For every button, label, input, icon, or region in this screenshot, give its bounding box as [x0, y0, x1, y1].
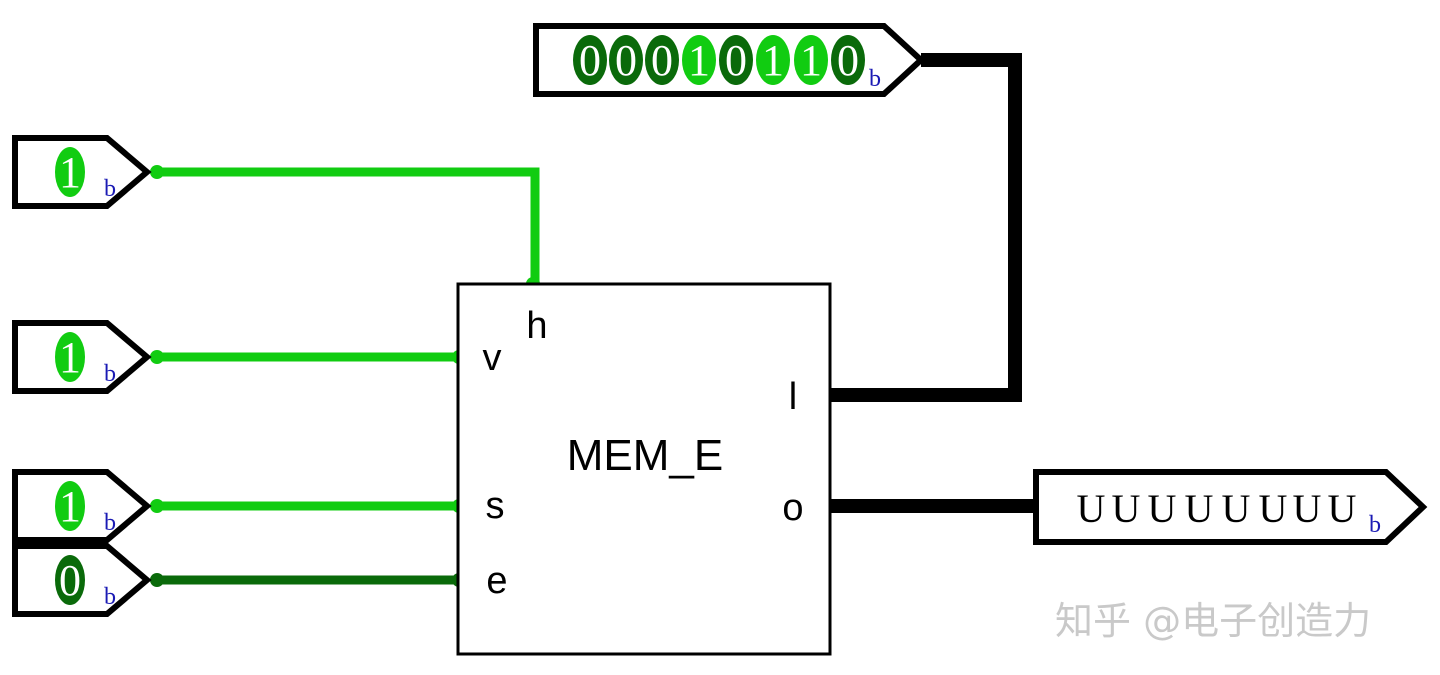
- bit-oval: [831, 35, 865, 85]
- bit-value: U: [1077, 486, 1106, 531]
- bus-bit: 0: [719, 35, 753, 85]
- radix-label: b: [869, 66, 881, 92]
- radix-label: b: [1369, 512, 1381, 538]
- watermark: 知乎 @电子创造力: [1055, 599, 1371, 643]
- radix-label: b: [104, 510, 116, 536]
- bus-bit: 0: [573, 35, 607, 85]
- input-pin-e[interactable]: 0 b: [12, 543, 152, 617]
- bit-value: 0: [837, 36, 859, 85]
- pin-label-l: l: [789, 376, 797, 418]
- bit-value: U: [1293, 486, 1322, 531]
- pin-outline: [1033, 469, 1428, 545]
- bit-value: 1: [59, 482, 81, 531]
- bus-bit: 1: [794, 35, 828, 85]
- bit-oval: [645, 35, 679, 85]
- wire-h: [157, 167, 540, 284]
- wire-dot: [150, 573, 164, 587]
- bus-output-probe: U U U U U U U U b: [1033, 469, 1428, 545]
- bit-value: 0: [59, 556, 81, 605]
- radix-label: b: [104, 176, 116, 202]
- bit-value: U: [1112, 486, 1141, 531]
- bus-bit: 0: [831, 35, 865, 85]
- wire-dot: [150, 350, 164, 364]
- bit-oval: [609, 35, 643, 85]
- bit-oval: [55, 481, 85, 531]
- bit-value: 1: [688, 36, 710, 85]
- bit-value: 0: [725, 36, 747, 85]
- bit-oval: [794, 35, 828, 85]
- component-name: MEM_E: [567, 431, 723, 480]
- wire-l-bus: [823, 53, 1022, 402]
- pin-label-o: o: [782, 487, 803, 529]
- bit-value: 1: [59, 148, 81, 197]
- radix-label: b: [104, 361, 116, 387]
- bit-value: 0: [651, 36, 673, 85]
- input-pin-h[interactable]: 1 b: [12, 135, 152, 209]
- bus-bit: 0: [645, 35, 679, 85]
- bit-oval: [573, 35, 607, 85]
- pin-label-v: v: [483, 337, 502, 379]
- bit-value: 1: [762, 36, 784, 85]
- pin-label-e: e: [486, 560, 507, 602]
- bus-input-pin[interactable]: 0 0 0 1 0 1 1: [533, 23, 926, 97]
- bit-value: U: [1148, 486, 1177, 531]
- bit-oval: [719, 35, 753, 85]
- pin-label-h: h: [526, 305, 547, 347]
- input-pin-s[interactable]: 1 b: [12, 469, 152, 543]
- wire-dot: [150, 499, 164, 513]
- bit-oval: [756, 35, 790, 85]
- bus-bit: 1: [682, 35, 716, 85]
- bit-oval: [682, 35, 716, 85]
- bus-bit: 1: [756, 35, 790, 85]
- bus-bit: 0: [609, 35, 643, 85]
- wire-dot: [150, 165, 164, 179]
- bit-value: 0: [579, 36, 601, 85]
- bus-input-bits: 0 0 0 1 0 1 1: [573, 35, 865, 85]
- mem-e-component[interactable]: MEM_E h v s e l o: [456, 282, 832, 656]
- wires: [157, 53, 1035, 585]
- bit-value: U: [1185, 486, 1214, 531]
- bit-value: U: [1328, 486, 1357, 531]
- bit-oval: [55, 147, 85, 197]
- bit-value: U: [1259, 486, 1288, 531]
- bit-value: 1: [800, 36, 822, 85]
- pin-label-s: s: [486, 485, 505, 527]
- bit-value: U: [1222, 486, 1251, 531]
- input-pin-v[interactable]: 1 b: [12, 320, 152, 394]
- component-body: [456, 282, 832, 656]
- bit-value: 1: [59, 333, 81, 382]
- radix-label: b: [104, 584, 116, 610]
- bit-oval: [55, 555, 85, 605]
- bit-value: 0: [615, 36, 637, 85]
- bit-oval: [55, 332, 85, 382]
